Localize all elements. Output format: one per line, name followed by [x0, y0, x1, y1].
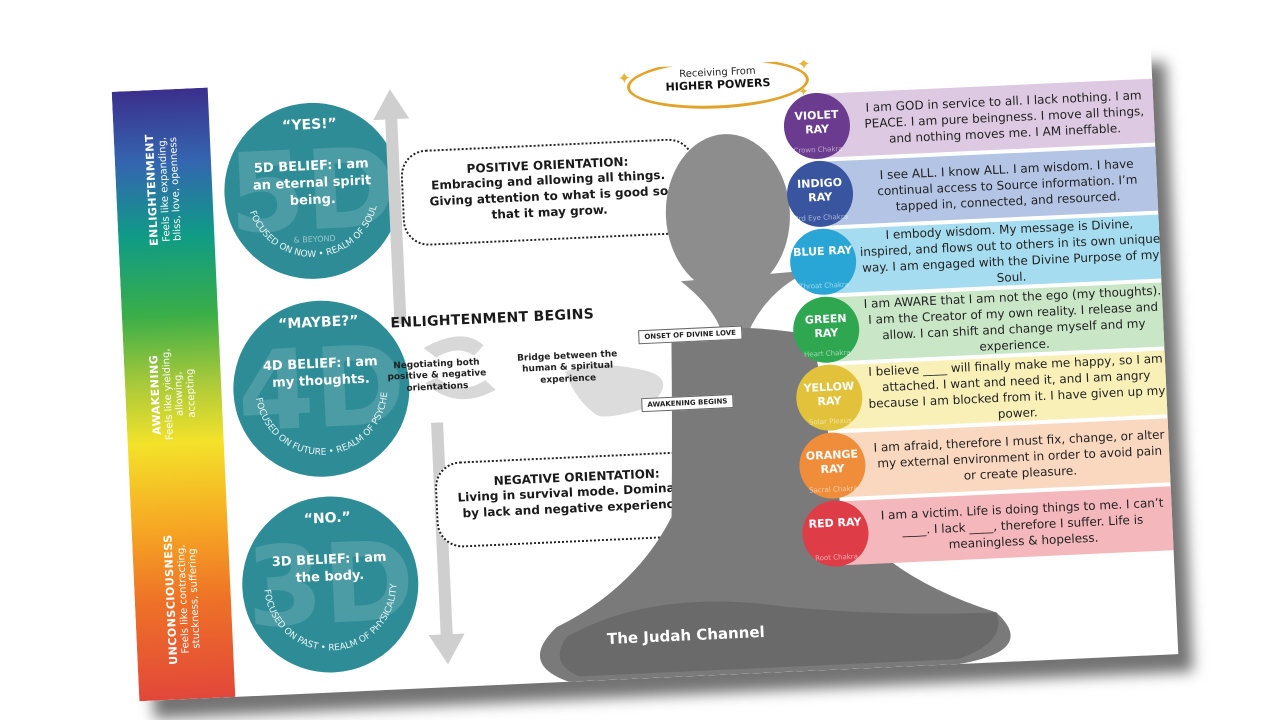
chakra-chart-card: ENLIGHTENMENT Feels like expanding, blis…	[111, 44, 1179, 702]
negotiating-note: Negotiating both positive & negative ori…	[387, 357, 487, 394]
ray-name: INDIGO RAY	[796, 175, 843, 205]
ray-name: ORANGE RAY	[805, 447, 859, 477]
ray-name: VIOLET RAY	[794, 107, 839, 137]
circle-3d-arc: FOCUSED ON PAST • REALM OF PHYSICALITY	[261, 582, 402, 656]
ray-statement: I am a victim. Life is doing things to m…	[880, 495, 1164, 552]
bridge-note: Bridge between the human & spiritual exp…	[516, 349, 618, 386]
sparkle-icon: ✦	[617, 68, 632, 88]
ray-name: BLUE RAY	[792, 243, 853, 260]
circle-5d-arc: FOCUSED ON NOW • REALM OF SOUL	[247, 204, 382, 263]
ray-name: GREEN RAY	[804, 311, 847, 341]
sparkle-icon: ✦	[796, 54, 811, 74]
ray-name: YELLOW RAY	[803, 379, 855, 409]
belief-circle-4d: 4D “MAYBE?” 4D BELIEF: I am my thoughts.…	[229, 296, 414, 481]
up-arrow-icon	[373, 89, 410, 325]
belief-circle-5d: 5D “YES!” 5D BELIEF: I am an eternal spi…	[220, 98, 405, 283]
ray-name: RED RAY	[808, 515, 862, 531]
meditating-figure	[423, 134, 1011, 682]
circle-4d-arc: FOCUSED ON FUTURE • REALM OF PSYCHE	[253, 391, 393, 461]
belief-circle-3d: 3D “NO.” 3D BELIEF: I am the body. FOCUS…	[238, 492, 423, 677]
